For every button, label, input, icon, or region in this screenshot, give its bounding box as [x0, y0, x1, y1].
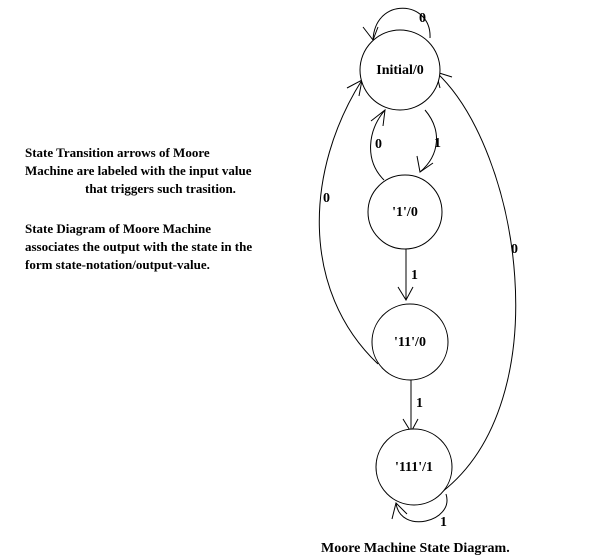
state-11: '11'/0 [371, 303, 449, 381]
description-line: associates the output with the state in … [25, 239, 252, 254]
diagram-title: Moore Machine State Diagram. [321, 541, 510, 556]
label-s1-to-s11: 1 [411, 268, 418, 283]
state-circle [367, 174, 443, 250]
label-s111-self: 1 [440, 515, 447, 530]
state-111: '111'/1 [375, 428, 453, 506]
state-label: '111'/1 [395, 460, 433, 475]
description-line: State Transition arrows of Moore [25, 145, 210, 160]
state-circle [371, 303, 449, 381]
description-line: Machine are labeled with the input value [25, 163, 252, 178]
state-initial: Initial/0 [359, 29, 441, 111]
arrowhead [416, 155, 434, 173]
description-line: State Diagram of Moore Machine [25, 221, 211, 236]
edge-s1-to-initial [370, 109, 386, 181]
arrowhead [346, 79, 363, 97]
description-block: State Transition arrows of Moore Machine… [25, 145, 252, 272]
label-s1-to-initial: 0 [375, 137, 382, 152]
label-s111-to-initial: 0 [511, 242, 518, 257]
edge-s111-self [395, 493, 448, 523]
edge-initial-self [372, 7, 431, 41]
state-circle [359, 29, 441, 111]
edge-s111-to-initial [435, 71, 517, 493]
state-label: '1'/0 [392, 205, 418, 220]
label-s11-to-initial: 0 [323, 191, 330, 206]
transition-labels: 0 1 0 1 0 1 0 1 [323, 11, 518, 530]
description-line: that triggers such trasition. [85, 181, 236, 196]
arrowhead [391, 502, 408, 520]
state-label: '11'/0 [394, 335, 426, 350]
arrowhead [370, 108, 386, 127]
state-label: Initial/0 [376, 63, 423, 78]
label-initial-to-s1: 1 [434, 136, 441, 151]
state-circle [375, 428, 453, 506]
state-1: '1'/0 [367, 174, 443, 250]
arrowhead [397, 286, 414, 302]
edge-initial-to-s1 [419, 109, 437, 173]
label-initial-self: 0 [419, 11, 426, 26]
description-line: form state-notation/output-value. [25, 257, 210, 272]
edge-s11-to-initial [318, 79, 379, 365]
label-s11-to-s111: 1 [416, 396, 423, 411]
